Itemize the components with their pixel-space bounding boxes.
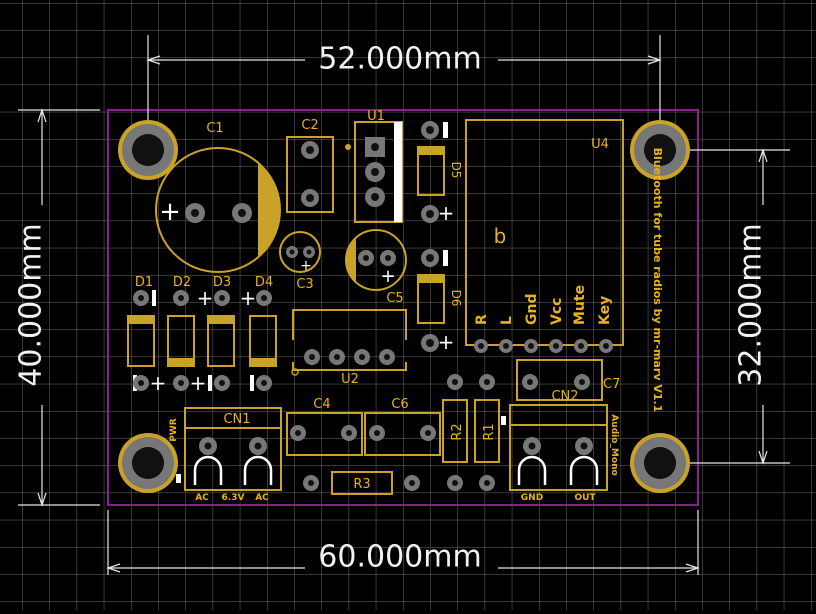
label-d4: D4 bbox=[255, 275, 273, 290]
ic-u2: U2 bbox=[291, 309, 407, 387]
diode-d4: D4 + bbox=[240, 275, 277, 391]
cn1-pin-1: AC bbox=[195, 493, 209, 503]
mounting-holes bbox=[118, 120, 690, 493]
svg-text:+: + bbox=[300, 258, 312, 274]
capacitor-c2: C2 bbox=[286, 118, 334, 213]
regulator-u1: U1 bbox=[345, 109, 403, 223]
cn1-pin-3: AC bbox=[255, 493, 269, 503]
resistor-r2: R2 bbox=[442, 374, 468, 491]
label-d6: D6 bbox=[449, 290, 463, 307]
label-cn1: CN1 bbox=[223, 412, 250, 427]
mounting-hole-top-left bbox=[118, 120, 178, 180]
diode-d3: D3 bbox=[207, 275, 235, 391]
label-r2: R2 bbox=[450, 423, 465, 440]
svg-text:+: + bbox=[159, 197, 181, 227]
capacitor-c1: + C1 bbox=[155, 121, 281, 273]
label-d3: D3 bbox=[213, 275, 231, 290]
mounting-hole-bottom-right bbox=[630, 433, 690, 493]
board-title: Bluetooth for tube radios by mr-marv V1.… bbox=[651, 148, 664, 413]
u4-mark: b bbox=[494, 224, 507, 248]
diode-d2: D2 + + bbox=[167, 275, 214, 395]
svg-text:+: + bbox=[197, 286, 214, 310]
label-c4: C4 bbox=[313, 397, 330, 412]
svg-text:+: + bbox=[190, 371, 207, 395]
label-d5: D5 bbox=[449, 162, 463, 179]
bt-pin-key: Key bbox=[597, 296, 613, 325]
capacitor-c4: C4 bbox=[286, 397, 363, 456]
bt-pin-l: L bbox=[499, 316, 515, 325]
dimension-right: 32.000mm bbox=[734, 223, 769, 386]
bt-pin-vcc: Vcc bbox=[549, 298, 565, 325]
cn2-pin-gnd: GND bbox=[521, 493, 543, 503]
svg-text:+: + bbox=[438, 330, 455, 354]
bt-pin-gnd: Gnd bbox=[524, 294, 540, 325]
label-c6: C6 bbox=[391, 397, 408, 412]
board-outline bbox=[107, 109, 699, 506]
svg-text:+: + bbox=[438, 201, 455, 225]
resistor-r1: R1 bbox=[474, 374, 500, 491]
connector-cn1: CN1 PWR AC 6.3V AC bbox=[169, 407, 282, 503]
module-u4: U4 b Bluetooth for tube radios by mr-mar… bbox=[465, 119, 664, 413]
label-u4: U4 bbox=[591, 137, 609, 152]
dimension-bottom: 60.000mm bbox=[318, 540, 481, 575]
label-c1: C1 bbox=[206, 121, 223, 136]
cn2-pin-out: OUT bbox=[574, 493, 596, 503]
diode-d1: D1 + bbox=[127, 275, 167, 395]
mounting-hole-top-right bbox=[630, 120, 690, 180]
capacitor-c7: C7 bbox=[516, 359, 620, 401]
svg-text:+: + bbox=[240, 286, 257, 310]
bt-pin-mute: Mute bbox=[572, 285, 588, 325]
diode-d6: + D6 bbox=[417, 249, 463, 354]
mounting-hole-bottom-left bbox=[118, 433, 178, 493]
capacitor-c3: + C3 bbox=[279, 231, 321, 292]
label-r3: R3 bbox=[353, 477, 370, 492]
capacitor-c5: + C5 bbox=[345, 229, 407, 306]
label-r1: R1 bbox=[482, 423, 497, 440]
bt-pin-r: R bbox=[474, 314, 490, 325]
diode-d5: + D5 bbox=[417, 121, 463, 225]
resistor-r3: R3 bbox=[303, 471, 420, 495]
cn1-pin-2: 6.3V bbox=[222, 493, 245, 503]
label-u2: U2 bbox=[341, 372, 359, 387]
dimension-top: 52.000mm bbox=[318, 42, 481, 77]
svg-text:+: + bbox=[380, 266, 395, 287]
label-u1: U1 bbox=[367, 109, 385, 124]
label-pwr: PWR bbox=[169, 418, 179, 442]
dimension-lines bbox=[18, 35, 790, 575]
capacitor-c6: C6 bbox=[364, 397, 441, 456]
svg-text:+: + bbox=[150, 371, 167, 395]
label-c2: C2 bbox=[301, 118, 318, 133]
label-audio-mono: Audio_Mono bbox=[609, 414, 619, 475]
label-c3: C3 bbox=[296, 277, 313, 292]
label-d2: D2 bbox=[173, 275, 191, 290]
connector-cn2: CN2 Audio_Mono GND OUT bbox=[501, 389, 619, 503]
label-d1: D1 bbox=[135, 275, 153, 290]
label-c5: C5 bbox=[386, 291, 403, 306]
label-cn2: CN2 bbox=[551, 389, 578, 404]
label-c7: C7 bbox=[603, 377, 620, 392]
dimension-left: 40.000mm bbox=[14, 223, 49, 386]
